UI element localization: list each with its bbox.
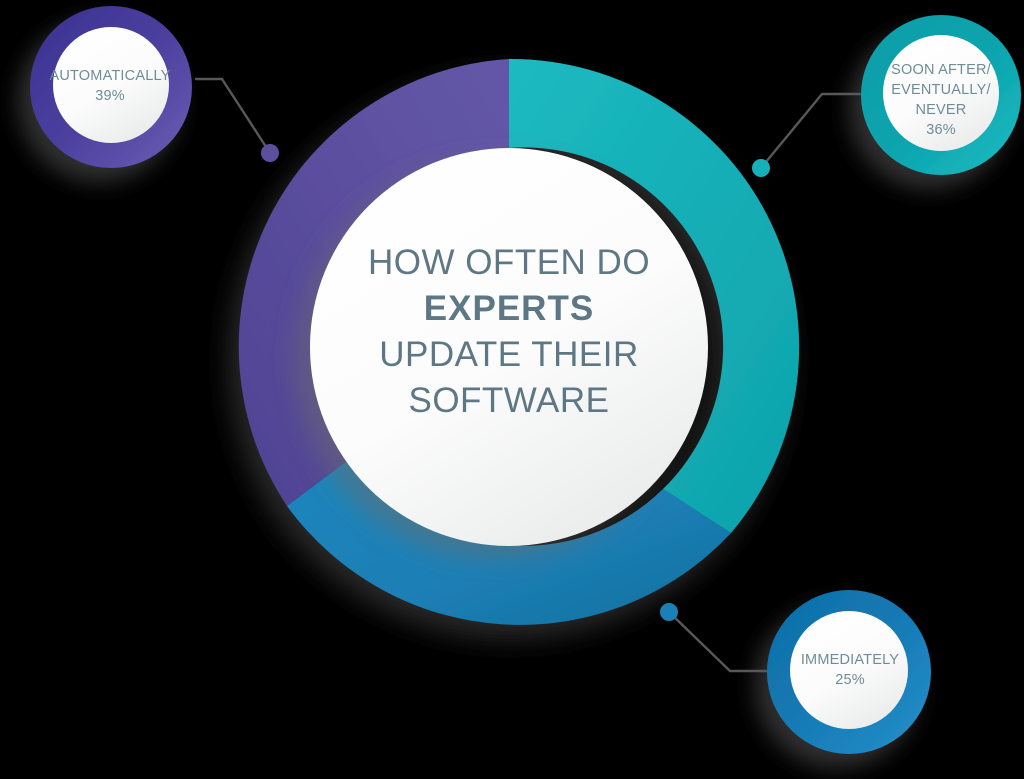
callout-label-automatically: AUTOMATICALLY 39% bbox=[28, 66, 192, 106]
callout-percent-soon: 36% bbox=[926, 122, 956, 138]
donut-center-disc bbox=[310, 148, 708, 546]
callout-label-soon: SOON AFTER/ EVENTUALLY/ NEVER 36% bbox=[866, 60, 1016, 140]
callout-label-text-automatically: AUTOMATICALLY bbox=[49, 68, 171, 84]
donut-segment-immediately[interactable] bbox=[287, 454, 731, 625]
callout-label-text-soon-line-1: SOON AFTER/ bbox=[891, 62, 991, 78]
callout-percent-automatically: 39% bbox=[95, 88, 125, 104]
connector-lines bbox=[194, 77, 862, 673]
connector-dot-automatically bbox=[261, 144, 279, 162]
callout-label-text-soon-line-3: NEVER bbox=[915, 102, 967, 118]
callout-label-text-soon-line-2: EVENTUALLY/ bbox=[891, 82, 991, 98]
connector-dots bbox=[261, 144, 770, 621]
connector-line-soon bbox=[759, 92, 862, 170]
callout-bubble-immediately[interactable] bbox=[767, 590, 931, 754]
donut-segment-soon[interactable] bbox=[509, 58, 800, 534]
callout-bubble-soon[interactable] bbox=[861, 15, 1021, 175]
callout-percent-immediately: 25% bbox=[835, 672, 865, 688]
connector-dot-immediately bbox=[660, 603, 678, 621]
connector-dot-soon bbox=[752, 159, 770, 177]
callout-label-text-immediately: IMMEDIATELY bbox=[800, 652, 900, 668]
callout-label-immediately: IMMEDIATELY 25% bbox=[770, 650, 930, 690]
callout-inner-immediately bbox=[790, 611, 908, 729]
donut-segment-automatically[interactable] bbox=[238, 59, 509, 506]
connector-line-immediately bbox=[667, 610, 768, 673]
callout-inner-soon bbox=[883, 35, 999, 151]
callout-inner-automatically bbox=[53, 27, 169, 143]
callout-bubble-automatically[interactable] bbox=[30, 6, 192, 168]
donut-ring bbox=[238, 58, 800, 625]
connector-line-automatically bbox=[194, 77, 272, 155]
